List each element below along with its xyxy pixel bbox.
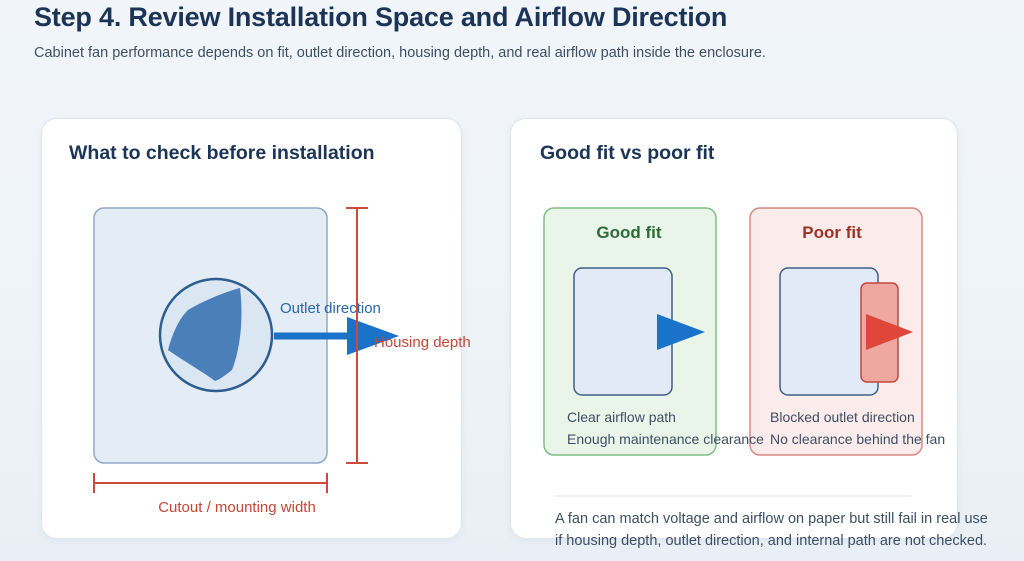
good-fit-title: Good fit: [596, 223, 661, 242]
poor-fit-point-1: Blocked outlet direction: [770, 409, 915, 425]
good-fit-point-1: Clear airflow path: [567, 409, 676, 425]
check-card-title: What to check before installation: [69, 142, 375, 164]
outlet-arrow-head: [347, 317, 399, 355]
summary-note: A fan can match voltage and airflow on p…: [555, 508, 988, 552]
fit-card-title: Good fit vs poor fit: [540, 142, 715, 164]
poor-fit-point-2: No clearance behind the fan: [770, 431, 945, 447]
outlet-direction-label: Outlet direction: [280, 300, 381, 317]
summary-note-line-2: if housing depth, outlet direction, and …: [555, 533, 988, 549]
page-title: Step 4. Review Installation Space and Ai…: [34, 2, 728, 32]
page-subtitle: Cabinet fan performance depends on fit, …: [34, 45, 766, 61]
fan-impeller-icon: [168, 288, 242, 381]
poor-fit-title: Poor fit: [802, 223, 862, 242]
good-fit-airflow-arrow: [657, 314, 705, 350]
housing-depth-label: Housing depth: [374, 334, 471, 351]
summary-note-line-1: A fan can match voltage and airflow on p…: [555, 511, 988, 527]
good-fit-point-2: Enough maintenance clearance: [567, 431, 764, 447]
poor-fit-blocked-arrow: [866, 314, 913, 350]
mounting-width-label: Cutout / mounting width: [158, 499, 316, 516]
